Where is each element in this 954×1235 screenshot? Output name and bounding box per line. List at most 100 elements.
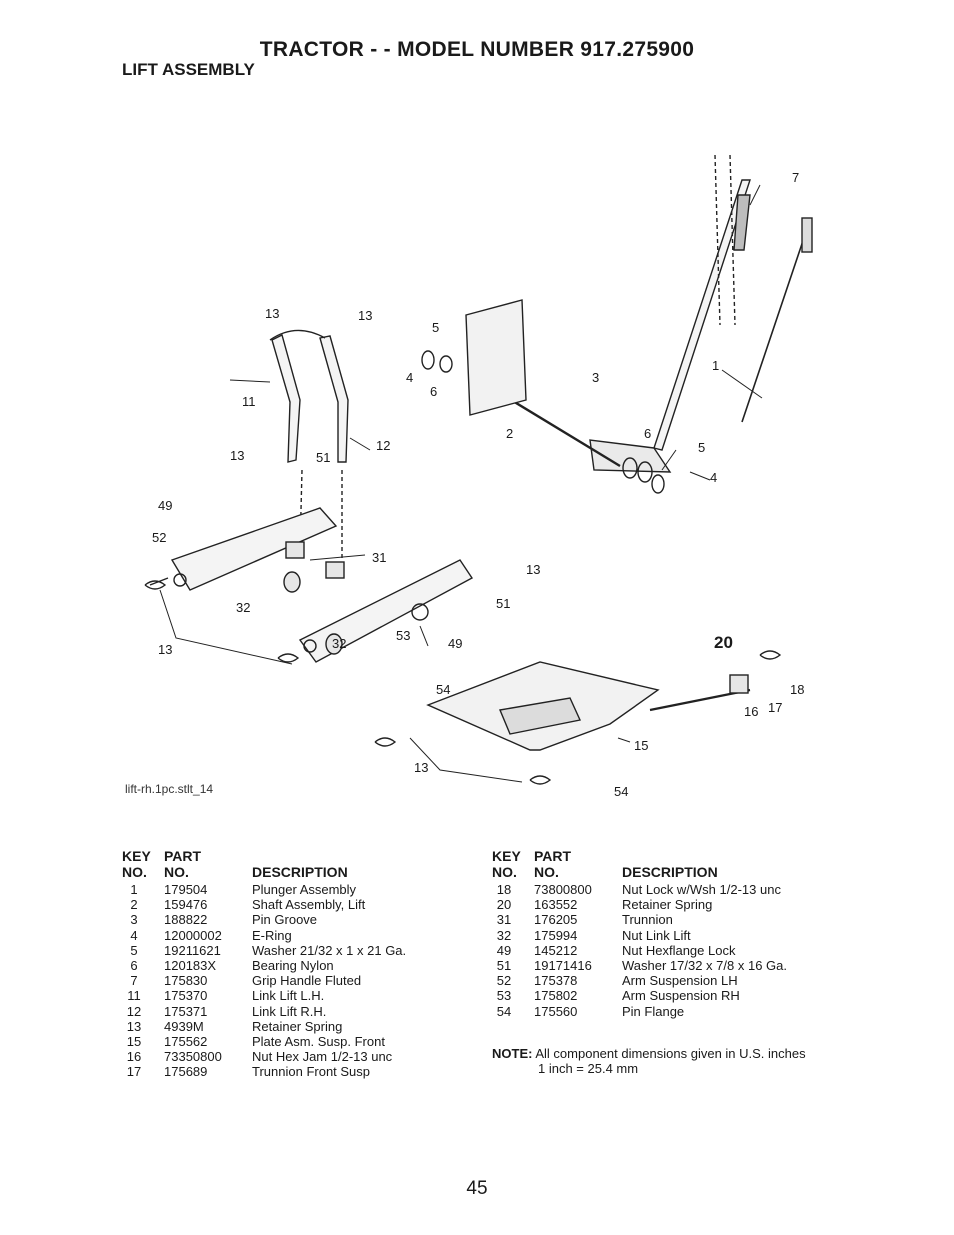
part-number: 175371 [164,1003,208,1019]
part-number: 175802 [534,988,578,1004]
part-number: 120183X [164,957,217,973]
part-number: 4939M [164,1018,204,1034]
key-number: 31 [496,912,512,928]
key-number: 54 [496,1003,512,1019]
part-description: Washer 17/32 x 7/8 x 16 Ga. [622,957,787,973]
part-number: 19211621 [164,942,221,958]
header-no: NO. [492,864,517,880]
note-text: All component dimensions given in U.S. i… [535,1046,806,1061]
callout-17: 17 [768,700,782,715]
part-number: 175560 [534,1003,578,1019]
part-description: Shaft Assembly, Lift [252,897,366,913]
part-description: Nut Lock w/Wsh 1/2-13 unc [622,882,781,897]
key-number: 11 [127,988,141,1004]
part-number: 145212 [534,942,578,958]
callout-3: 3 [592,370,599,385]
callout-20: 20 [714,633,733,652]
table-row: 1 179504 Plunger Assembly [122,882,482,897]
key-number: 51 [496,957,512,973]
part-description: E-Ring [252,927,292,943]
part-number: 188822 [164,912,208,928]
key-number: 7 [130,973,138,989]
table-row: 7 175830 Grip Handle Fluted [122,973,482,988]
parts-table-left: KEY NO. PART NO. DESCRIPTION 1 179504 Plun… [122,848,482,1079]
part-number: 175689 [164,1064,208,1080]
section-title: LIFT ASSEMBLY [122,60,255,79]
key-number: 16 [126,1049,142,1065]
diagram-caption: lift-rh.1pc.stlt_14 [125,782,214,796]
header-key: KEY [492,848,521,864]
table-row: 11 175370 Link Lift L.H. [122,988,482,1003]
key-number: 32 [496,927,512,943]
callout-51: 51 [316,450,330,465]
part-number: 175378 [534,973,578,989]
callout-52: 52 [152,530,166,545]
header-part: PART [164,848,202,864]
callout-1: 1 [712,358,719,373]
part-number: 163552 [534,897,578,913]
part-description: Link Lift R.H. [252,1003,327,1019]
callout-13: 13 [414,760,428,775]
callout-49: 49 [448,636,462,651]
part-description: Grip Handle Fluted [252,973,362,989]
callout-12: 12 [376,438,390,453]
key-number: 20 [496,897,512,913]
header-no: NO. [122,864,147,880]
part-number: 175562 [164,1033,208,1049]
part-number: 159476 [164,897,208,913]
callout-11: 11 [242,394,256,409]
part-number: 73350800 [164,1049,222,1065]
part-description: Nut Link Lift [622,927,691,943]
callout-53: 53 [396,628,410,643]
callout-4: 4 [406,370,413,385]
callout-6: 6 [430,384,437,399]
part-description: Trunnion [622,912,673,928]
part-number: 175370 [164,988,208,1004]
exploded-view-drawing: 7 1 13 13 5 4 6 3 11 2 6 5 4 13 51 12 49… [144,154,813,799]
key-number: 18 [496,882,512,897]
callout-7: 7 [792,170,799,185]
part-description: Nut Hex Jam 1/2-13 unc [252,1049,393,1065]
callout-16: 16 [744,704,758,719]
header-part: PART [534,848,572,864]
callout-13: 13 [230,448,244,463]
key-number: 4 [130,927,138,943]
key-number: 12 [126,1003,142,1019]
callout-49: 49 [158,498,172,513]
key-number: 5 [130,942,138,958]
callout-6: 6 [644,426,651,441]
key-number: 52 [496,973,512,989]
callout-32: 32 [236,600,250,615]
part-description: Arm Suspension RH [622,988,740,1004]
key-number: 13 [126,1018,142,1034]
note-label: NOTE: [492,1046,533,1061]
page-number: 45 [466,1178,488,1199]
key-number: 1 [130,882,138,897]
part-number: 179504 [164,882,208,897]
lift-assembly-diagram: 7 1 13 13 5 4 6 3 11 2 6 5 4 13 51 12 49… [110,150,850,810]
part-number: 12000002 [164,927,222,943]
part-description: Link Lift L.H. [252,988,325,1004]
part-description: Plunger Assembly [252,882,357,897]
callout-32: 32 [332,636,346,651]
table-row: 5 19211621 Washer 21/32 x 1 x 21 Ga. [122,943,482,958]
callout-2: 2 [506,426,513,441]
part-description: Washer 21/32 x 1 x 21 Ga. [252,942,407,958]
part-number: 175830 [164,973,208,989]
callout-54: 54 [614,784,628,799]
part-description: Trunnion Front Susp [252,1064,371,1080]
part-description: Plate Asm. Susp. Front [252,1033,385,1049]
table-header: KEY NO. PART NO. DESCRIPTION [122,848,482,882]
callout-15: 15 [634,738,648,753]
